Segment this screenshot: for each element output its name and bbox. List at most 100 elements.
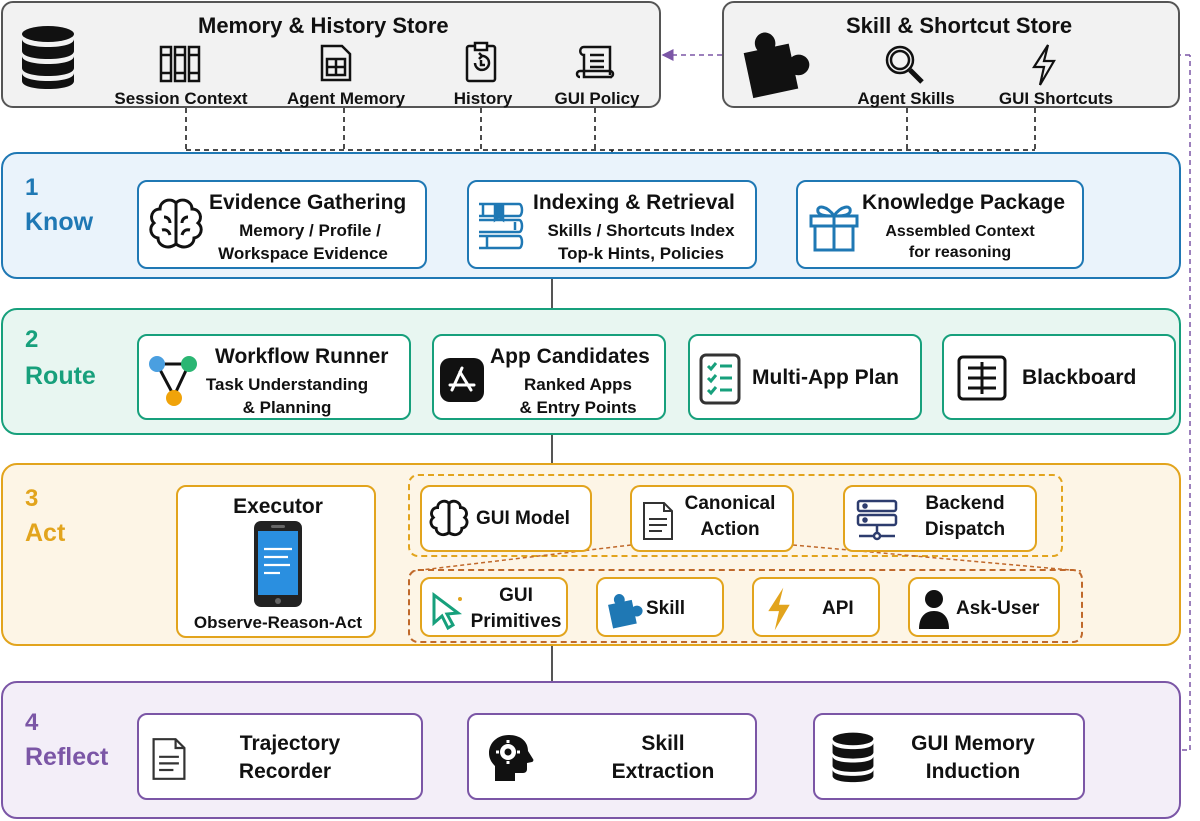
stage-name: Act	[25, 519, 66, 547]
gui-policy-label: GUI Policy	[554, 89, 640, 108]
app-store-icon	[440, 358, 484, 402]
card-title: Workflow Runner	[215, 345, 389, 368]
stage-number: 1	[25, 174, 39, 201]
blackboard-card: Blackboard	[942, 334, 1176, 420]
executor-title: Executor	[233, 495, 323, 518]
card-title: Multi-App Plan	[752, 366, 899, 389]
sim-card-icon	[319, 43, 353, 83]
stage-route: 2 Route Workflow Runner Task Understandi…	[1, 308, 1181, 435]
gui-memory-induction-card: GUI Memory Induction	[813, 713, 1085, 800]
card-line: Assembled Context	[885, 223, 1035, 240]
workflow-runner-card: Workflow Runner Task Understanding & Pla…	[137, 334, 411, 420]
memory-history-store: Memory & History Store Session Context A…	[1, 1, 661, 108]
gui-model-card: GUI Model	[420, 485, 592, 552]
head-gear-icon	[487, 733, 535, 783]
gui-shortcuts-label: GUI Shortcuts	[998, 89, 1114, 108]
phone-icon	[254, 521, 302, 607]
card-line: Skills / Shortcuts Index	[547, 221, 735, 240]
card-title: Evidence Gathering	[209, 191, 407, 214]
card-title: App Candidates	[490, 345, 650, 368]
card-title: Blackboard	[1022, 366, 1137, 389]
ask-user-card: Ask-User	[908, 577, 1060, 637]
database-icon	[20, 25, 76, 89]
card-title: API	[822, 598, 854, 619]
multi-app-plan-card: Multi-App Plan	[688, 334, 922, 420]
card-line: Trajectory	[239, 732, 341, 755]
trajectory-recorder-card: Trajectory Recorder	[137, 713, 423, 800]
card-line: GUI	[499, 585, 533, 606]
brain-icon	[147, 197, 205, 253]
card-line: Backend	[925, 493, 1005, 514]
workflow-icon	[147, 352, 201, 408]
card-line: Recorder	[238, 760, 332, 783]
card-line: Top-k Hints, Policies	[558, 244, 724, 263]
document-icon	[151, 737, 187, 781]
card-line: Memory / Profile /	[239, 221, 381, 240]
user-icon	[918, 589, 950, 629]
card-line: Ranked Apps	[523, 375, 633, 394]
stage-act: 3 Act Executor Observe-Reason-Act	[1, 463, 1181, 646]
puzzle-icon	[736, 25, 812, 99]
app-candidates-card: App Candidates Ranked Apps & Entry Point…	[432, 334, 666, 420]
skill-extraction-card: Skill Extraction	[467, 713, 757, 800]
card-line: & Planning	[242, 398, 332, 417]
card-line: Induction	[925, 760, 1021, 783]
magnifier-icon	[883, 43, 925, 85]
puzzle-icon	[604, 589, 644, 629]
history-label: History	[453, 89, 513, 108]
blackboard-icon	[956, 354, 1008, 402]
indexing-retrieval-card: Indexing & Retrieval Skills / Shortcuts …	[467, 180, 757, 269]
backend-dispatch-card: Backend Dispatch	[843, 485, 1037, 552]
evidence-gathering-card: Evidence Gathering Memory / Profile / Wo…	[137, 180, 427, 269]
skill-card: Skill	[596, 577, 724, 637]
api-card: API	[752, 577, 880, 637]
card-line: GUI Memory	[911, 732, 1035, 755]
card-line: Task Understanding	[205, 375, 369, 394]
card-line: Primitives	[470, 611, 562, 632]
card-title: Knowledge Package	[862, 191, 1066, 214]
card-line: & Entry Points	[519, 398, 637, 417]
card-line: Action	[700, 519, 760, 540]
card-line: Dispatch	[924, 519, 1006, 540]
lightning-icon	[1030, 43, 1058, 87]
server-icon	[855, 499, 899, 541]
stage-name: Know	[25, 208, 94, 236]
stage-reflect: 4 Reflect Trajectory Recorder Skill Extr…	[1, 681, 1181, 819]
skill-store-title: Skill & Shortcut Store	[846, 13, 1073, 38]
cursor-icon	[430, 591, 464, 631]
card-line: for reasoning	[908, 244, 1012, 261]
card-title: Ask-User	[956, 598, 1040, 619]
lightning-icon	[764, 585, 794, 633]
agent-memory-label: Agent Memory	[286, 89, 406, 108]
book-stack-icon	[475, 200, 529, 254]
stage-number: 2	[25, 326, 39, 353]
executor-caption: Observe-Reason-Act	[193, 613, 363, 632]
card-line: Extraction	[611, 760, 715, 783]
card-line: Skill	[641, 732, 685, 755]
stage-know: 1 Know Evidence Gathering Memory / Profi…	[1, 152, 1181, 279]
card-title: GUI Model	[476, 508, 570, 529]
canonical-action-card: Canonical Action	[630, 485, 794, 552]
executor-card: Executor Observe-Reason-Act	[176, 485, 376, 638]
stage-name: Route	[25, 362, 96, 390]
document-icon	[642, 501, 674, 541]
card-title: Skill	[646, 598, 686, 619]
agent-skills-label: Agent Skills	[857, 89, 955, 108]
memory-store-title: Memory & History Store	[198, 13, 449, 38]
brain-icon	[428, 499, 470, 539]
stage-name: Reflect	[25, 743, 109, 771]
gui-primitives-card: GUI Primitives	[420, 577, 568, 637]
dispatch-targets-group	[408, 569, 1083, 643]
stage-number: 4	[25, 709, 39, 736]
card-line: Canonical	[684, 493, 776, 514]
books-icon	[159, 43, 203, 83]
gift-icon	[808, 200, 860, 252]
scroll-icon	[574, 43, 616, 83]
skill-shortcut-store: Skill & Shortcut Store Agent Skills GUI …	[722, 1, 1180, 108]
checklist-icon	[698, 352, 742, 406]
card-line: Workspace Evidence	[218, 244, 388, 263]
stage-number: 3	[25, 485, 39, 512]
session-context-label: Session Context	[114, 89, 248, 108]
model-action-group	[408, 474, 1063, 557]
dispatch-fan-lines	[412, 544, 1082, 572]
